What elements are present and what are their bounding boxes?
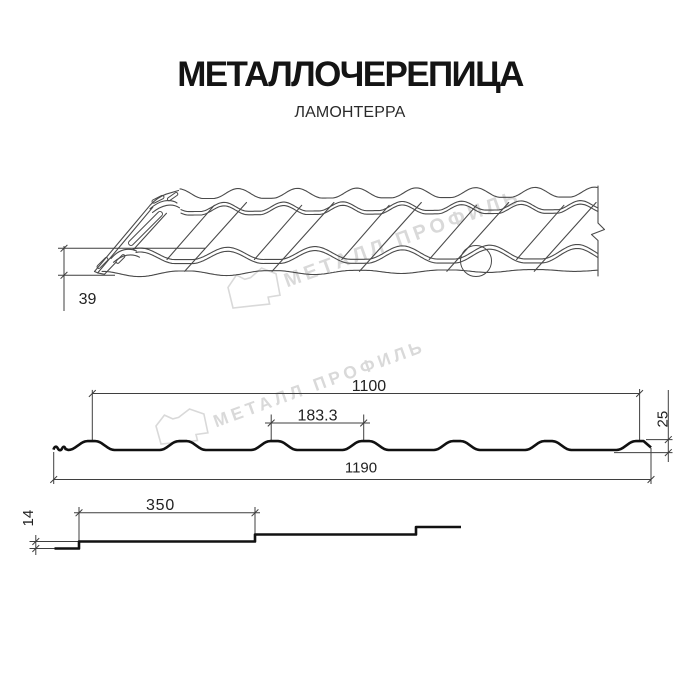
svg-text:14: 14 (20, 510, 37, 527)
svg-text:1100: 1100 (352, 378, 387, 395)
svg-text:39: 39 (79, 291, 97, 308)
svg-text:350: 350 (146, 497, 175, 514)
svg-text:183.3: 183.3 (297, 408, 337, 425)
svg-text:1190: 1190 (345, 460, 377, 477)
svg-text:25: 25 (655, 411, 672, 428)
